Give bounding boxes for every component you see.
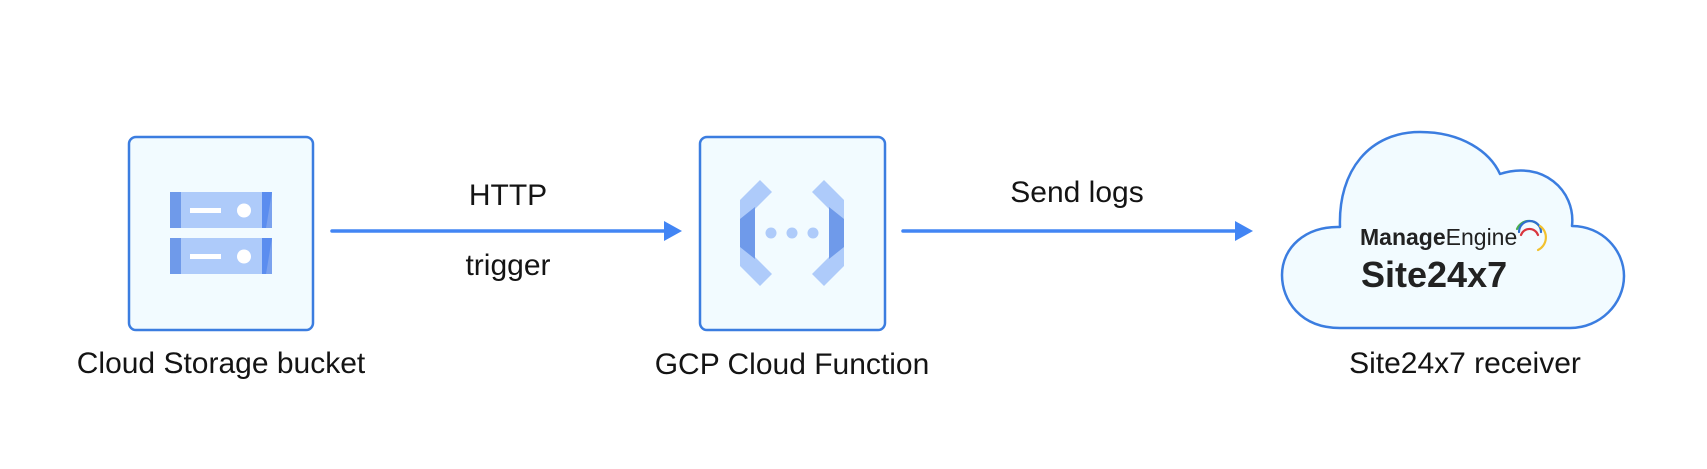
cloud-shape xyxy=(1280,130,1626,330)
edge-http-trigger[interactable]: HTTP trigger xyxy=(330,179,682,282)
arrow-head-icon xyxy=(1235,221,1253,241)
svg-text:ManageEngine: ManageEngine xyxy=(1360,224,1517,250)
node-label: Site24x7 receiver xyxy=(1349,347,1581,380)
server-stack-icon xyxy=(170,192,272,274)
edge-label-below: trigger xyxy=(465,249,550,282)
arrow-head-icon xyxy=(664,221,682,241)
manageengine-logo: ManageEngine Site24x7 xyxy=(1360,219,1547,295)
node-label: Cloud Storage bucket xyxy=(77,347,366,380)
node-gcp-cloud-function[interactable]: GCP Cloud Function xyxy=(655,135,930,381)
node-site24x7-receiver[interactable]: ManageEngine Site24x7 Site24x7 receiver xyxy=(1280,130,1626,380)
node-box xyxy=(127,135,315,332)
brand-engine: Engine xyxy=(1446,224,1518,250)
brand-site24x7: Site24x7 xyxy=(1361,254,1507,295)
brand-manage: Manage xyxy=(1360,224,1446,250)
edge-label-above: HTTP xyxy=(469,179,547,212)
node-cloud-storage-bucket[interactable]: Cloud Storage bucket xyxy=(77,135,366,380)
edge-send-logs[interactable]: Send logs xyxy=(901,176,1253,241)
brand-arcs-icon xyxy=(1515,219,1547,252)
edge-label-above: Send logs xyxy=(1010,176,1143,209)
node-label: GCP Cloud Function xyxy=(655,348,930,381)
cloud-function-icon xyxy=(740,180,844,286)
